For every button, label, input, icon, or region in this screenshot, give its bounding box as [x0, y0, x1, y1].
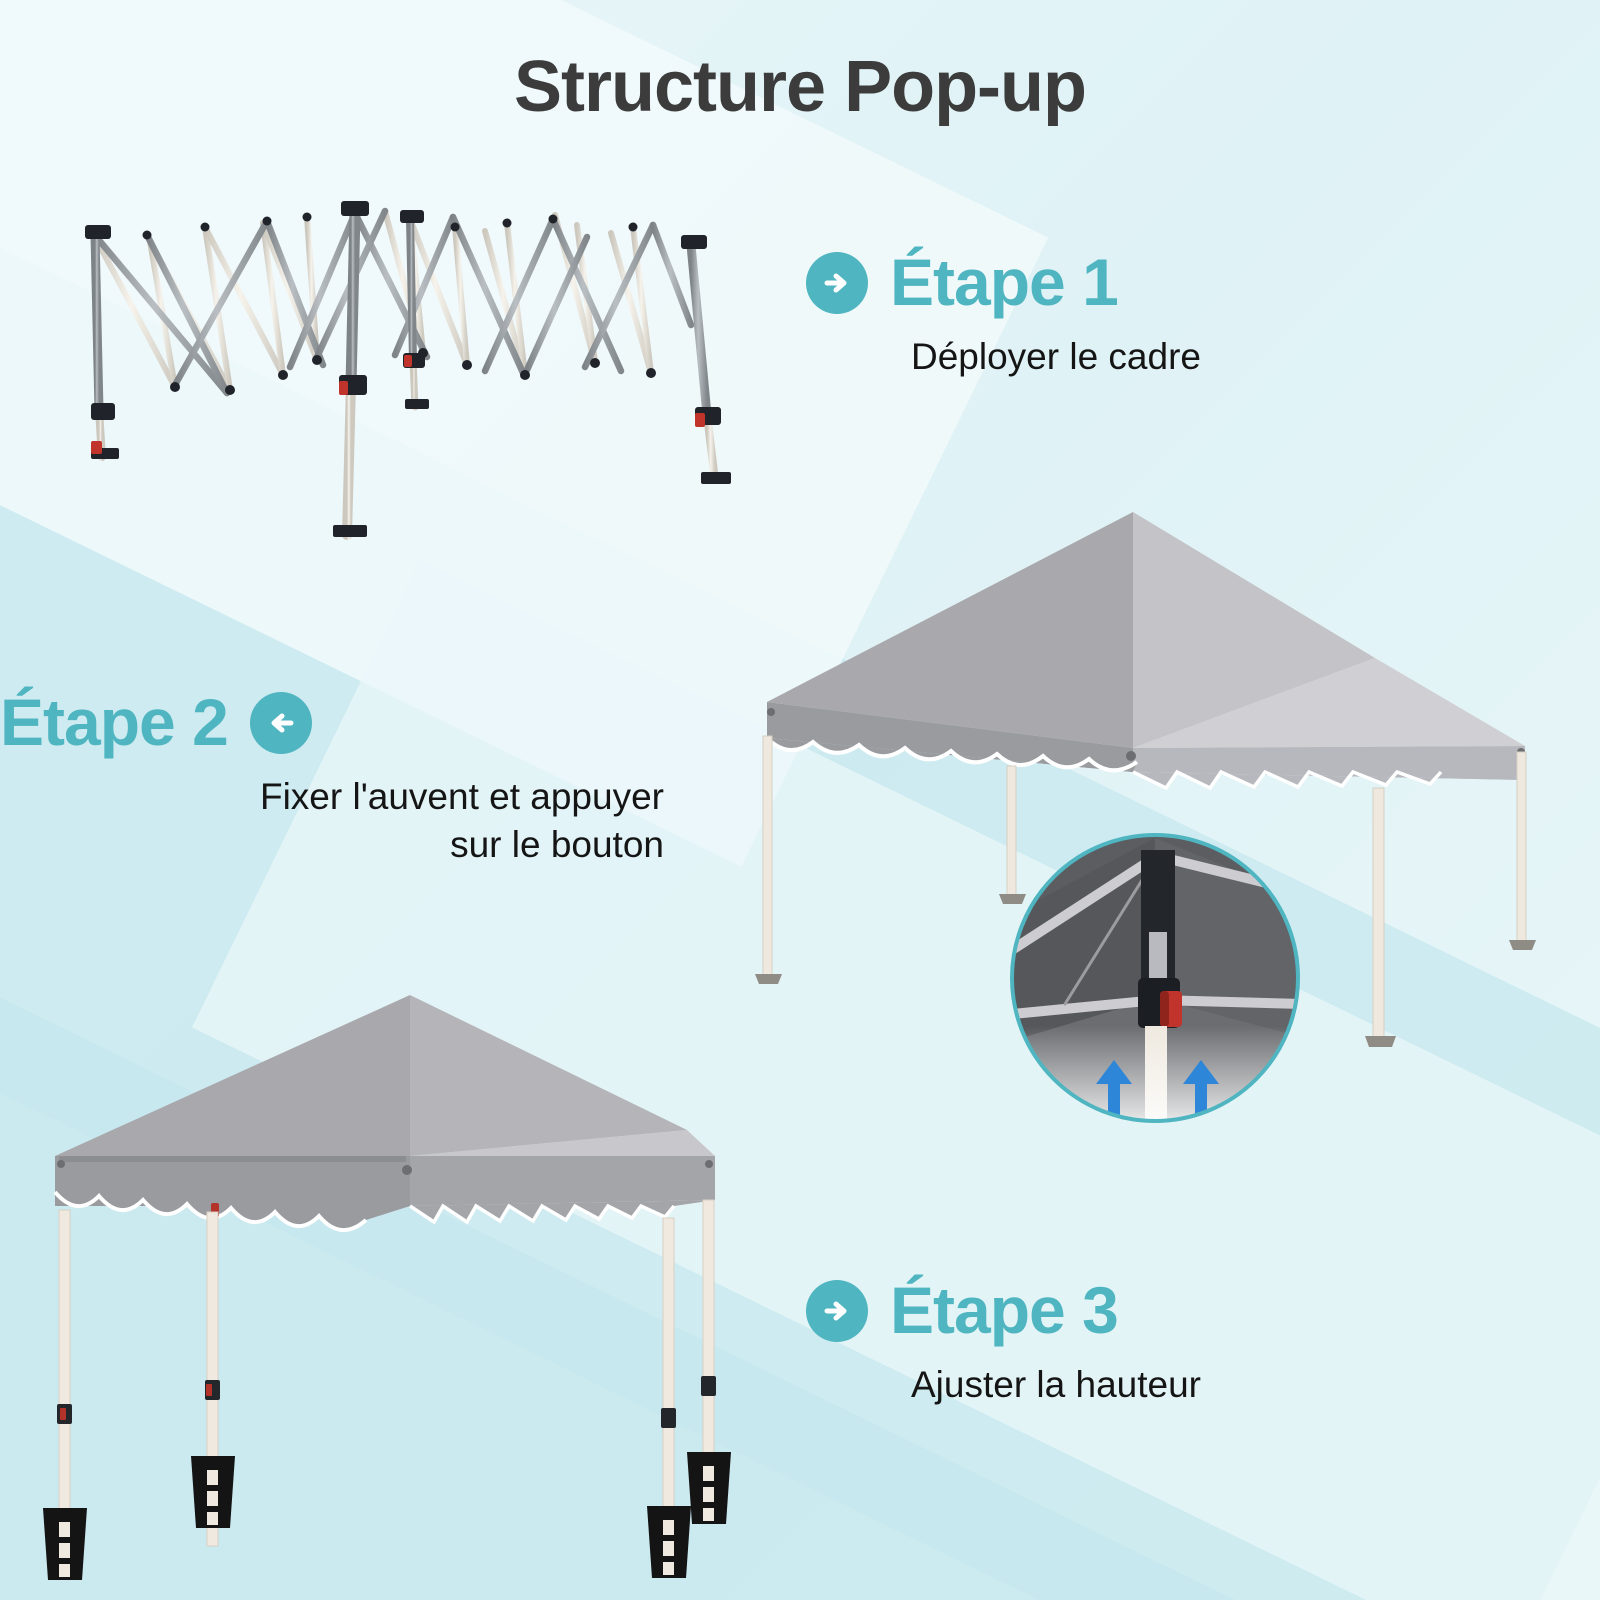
sandbag	[43, 1508, 87, 1580]
canopy-with-awning-illustration	[735, 480, 1555, 1047]
arrow-right-circle-icon	[806, 251, 868, 314]
arrow-right-circle-icon	[806, 1279, 868, 1342]
step-2-heading: Étape 2	[0, 685, 680, 759]
arrow-left-circle-icon	[249, 691, 312, 754]
step-2-block: Étape 2 Fixer l'auvent et appuyer sur le…	[0, 685, 680, 868]
step-1-heading: Étape 1	[806, 245, 1316, 319]
step-2-description: Fixer l'auvent et appuyer sur le bouton	[259, 776, 664, 865]
sandbag	[647, 1506, 691, 1578]
step-3-description: Ajuster la hauteur	[910, 1364, 1201, 1406]
sandbag	[687, 1452, 731, 1524]
step-3-label: Étape 3	[890, 1273, 1119, 1347]
step-1-label: Étape 1	[890, 245, 1119, 319]
folded-frame-illustration	[55, 175, 731, 585]
step-1-description: Déployer le cadre	[911, 336, 1201, 378]
step-3-block: Étape 3 Ajuster la hauteur	[806, 1273, 1316, 1409]
step-2-label: Étape 2	[0, 685, 229, 759]
canopy-with-sandbags-illustration	[15, 960, 755, 1580]
step-3-heading: Étape 3	[806, 1273, 1316, 1347]
step-1-block: Étape 1 Déployer le cadre	[806, 245, 1316, 381]
sandbag	[191, 1456, 235, 1528]
page-title: Structure Pop-up	[514, 47, 1087, 127]
center-hub-release-button-detail	[1005, 828, 1305, 1128]
